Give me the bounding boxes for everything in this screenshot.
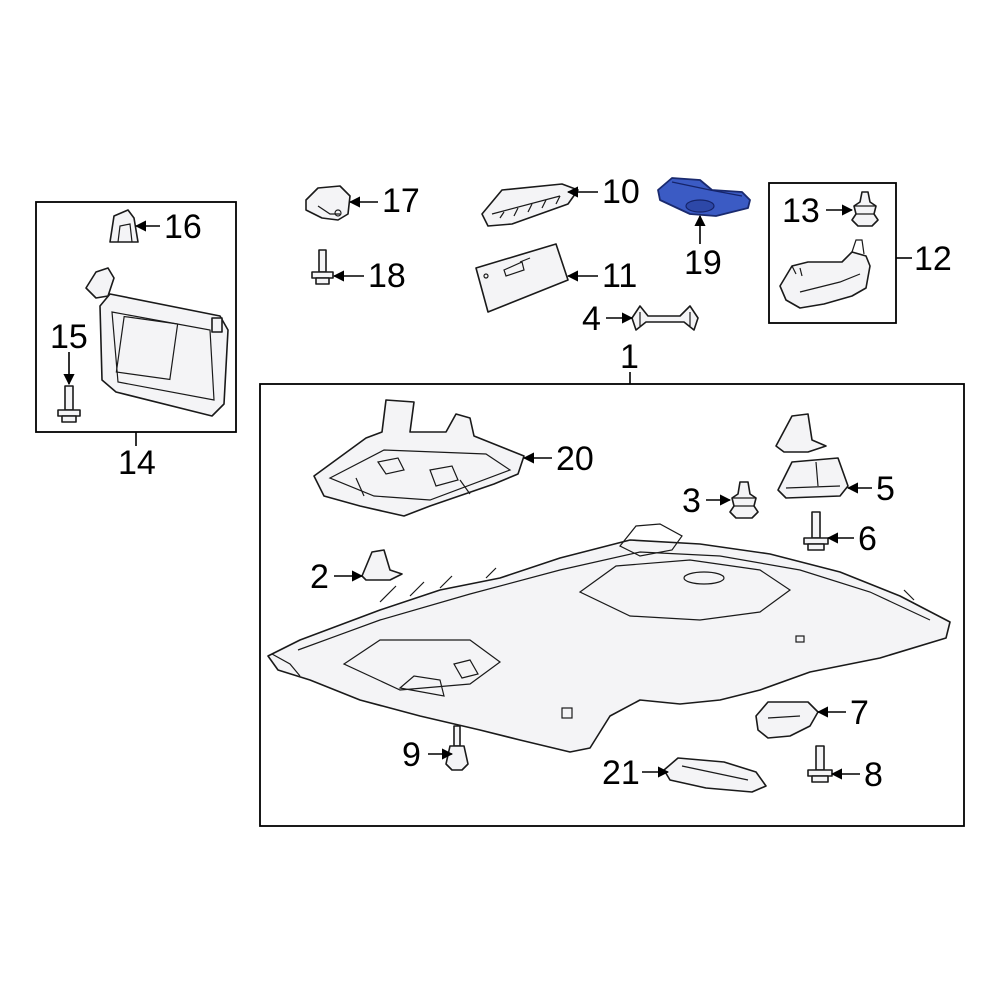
callout-2: 2 — [310, 558, 329, 596]
callout-13: 13 — [782, 192, 820, 230]
part-12-grab-handle[interactable] — [779, 239, 871, 309]
part-2-clip[interactable] — [361, 549, 403, 581]
part-13-push-pin[interactable] — [851, 191, 879, 227]
part-20-overhead-console[interactable] — [313, 399, 525, 517]
callout-14: 14 — [118, 444, 156, 482]
callout-6: 6 — [858, 520, 877, 558]
callout-7: 7 — [850, 694, 869, 732]
part-15-screw[interactable] — [57, 385, 81, 423]
callout-11: 11 — [602, 257, 637, 295]
callout-9: 9 — [402, 736, 421, 774]
part-10-trim-strip[interactable] — [481, 183, 579, 227]
callout-12: 12 — [914, 240, 952, 278]
part-14-sun-visor[interactable] — [85, 267, 229, 417]
part-17-clip[interactable] — [305, 185, 351, 221]
callout-19: 19 — [684, 244, 722, 282]
callout-18: 18 — [368, 257, 406, 295]
part-7-hook[interactable] — [755, 701, 819, 739]
callout-4: 4 — [582, 300, 601, 338]
part-21-lamp-lens[interactable] — [663, 757, 767, 793]
part-11-panel[interactable] — [475, 243, 569, 313]
part-5-bracket[interactable] — [777, 457, 849, 499]
grab-handle-group-box — [768, 182, 897, 324]
part-18-bolt[interactable] — [311, 249, 334, 285]
part-5-upper-clip[interactable] — [775, 413, 827, 453]
part-19-bracket-highlighted[interactable] — [657, 177, 751, 217]
headliner-group-box — [259, 383, 965, 827]
callout-16: 16 — [164, 208, 202, 246]
callout-5: 5 — [876, 470, 895, 508]
part-9-pin[interactable] — [445, 725, 469, 771]
callout-10: 10 — [602, 173, 640, 211]
callout-20: 20 — [556, 440, 594, 478]
part-16-clip[interactable] — [109, 209, 139, 243]
callout-17: 17 — [382, 182, 420, 220]
callout-3: 3 — [682, 482, 701, 520]
callout-15: 15 — [50, 318, 88, 356]
part-6-bolt[interactable] — [803, 511, 829, 551]
callout-8: 8 — [864, 756, 883, 794]
part-4-retainer[interactable] — [631, 305, 699, 331]
part-8-bolt[interactable] — [807, 745, 833, 783]
part-3-push-pin[interactable] — [729, 481, 759, 519]
callout-21: 21 — [602, 754, 640, 792]
callout-1: 1 — [620, 338, 639, 376]
